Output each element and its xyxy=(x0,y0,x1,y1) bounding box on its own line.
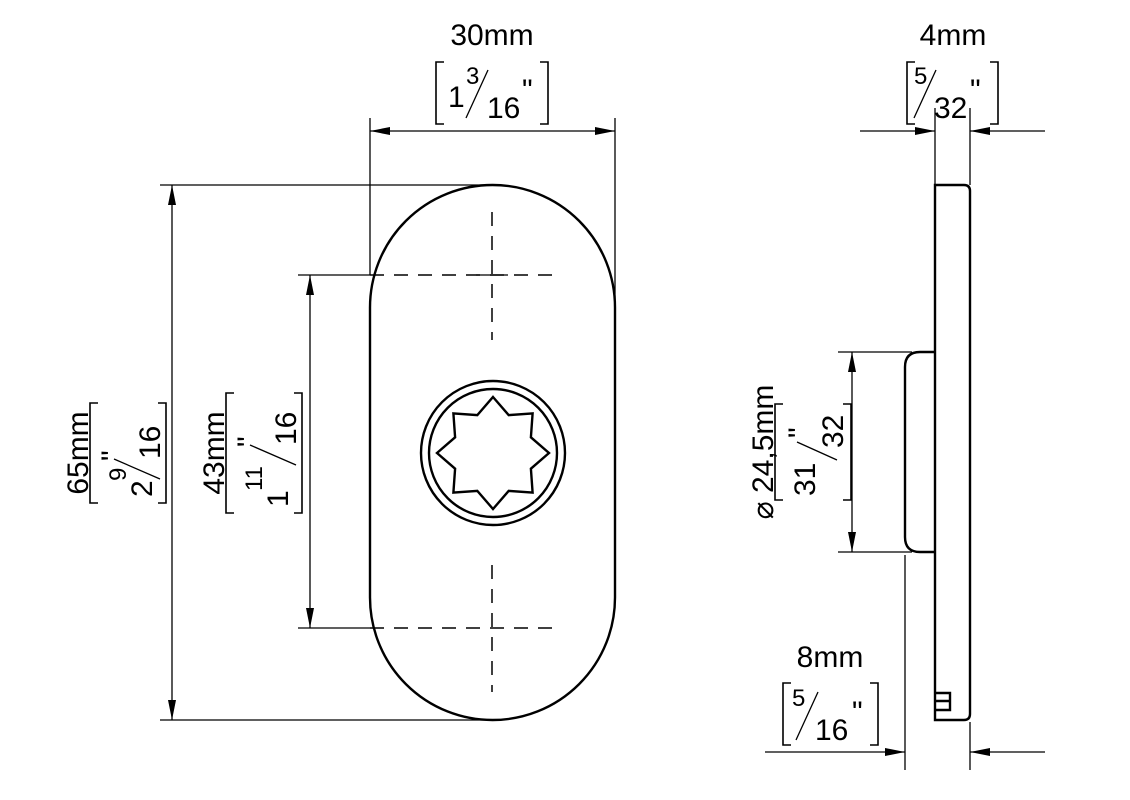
height-inch-whole: 2 xyxy=(126,480,159,497)
depth-inch-mark: " xyxy=(852,696,863,729)
square-rosette xyxy=(419,379,567,527)
front-view: 30mm 1 3 16 " 65mm 2 9 16 " xyxy=(62,19,617,722)
side-view: 4mm 5 32 " ⌀ 24,5mm 31 32 " xyxy=(747,19,1045,770)
screw-hole-top xyxy=(370,212,555,340)
depth-inch-denominator: 16 xyxy=(815,714,848,747)
depth-dimension: 8mm 5 16 " xyxy=(765,555,1045,770)
hole-spacing-inch-mark: " xyxy=(232,436,265,447)
hole-spacing-inch-whole: 1 xyxy=(262,490,295,507)
thickness-inch-denominator: 32 xyxy=(934,92,967,125)
boss-diameter-inch-denominator: 32 xyxy=(817,415,850,448)
height-inch-numerator: 9 xyxy=(105,468,132,481)
width-mm-label: 30mm xyxy=(450,19,533,52)
thickness-inch-numerator: 5 xyxy=(914,63,927,90)
boss-diameter-dimension: ⌀ 24,5mm 31 32 " xyxy=(747,351,912,553)
plate-outline xyxy=(368,183,617,722)
boss-diameter-inch-numerator: 31 xyxy=(789,463,822,496)
hole-spacing-inch-denominator: 16 xyxy=(270,412,303,445)
thickness-inch-mark: " xyxy=(970,74,981,107)
hole-spacing-inch-numerator: 11 xyxy=(241,466,268,491)
width-dimension: 30mm 1 3 16 " xyxy=(369,19,616,300)
height-inch-denominator: 16 xyxy=(134,426,167,459)
width-inch-denominator: 16 xyxy=(487,92,520,125)
width-inch-mark: " xyxy=(522,74,533,107)
rosette-boss-profile xyxy=(903,350,935,554)
height-inch-mark: " xyxy=(96,450,129,461)
height-dimension: 65mm 2 9 16 " xyxy=(62,184,492,721)
square-drive-star-icon xyxy=(435,395,551,511)
depth-mm-label: 8mm xyxy=(797,641,864,674)
screw-hole-bottom xyxy=(370,565,555,692)
plate-profile xyxy=(933,183,972,722)
hole-spacing-dimension: 43mm 1 11 16 " xyxy=(198,274,370,629)
depth-inch-numerator: 5 xyxy=(792,685,805,712)
thickness-dimension: 4mm 5 32 " xyxy=(860,19,1045,185)
thickness-mm-label: 4mm xyxy=(920,19,987,52)
width-inch-whole: 1 xyxy=(448,81,465,114)
width-inch-numerator: 3 xyxy=(466,63,479,90)
boss-diameter-inch-mark: " xyxy=(783,427,816,438)
